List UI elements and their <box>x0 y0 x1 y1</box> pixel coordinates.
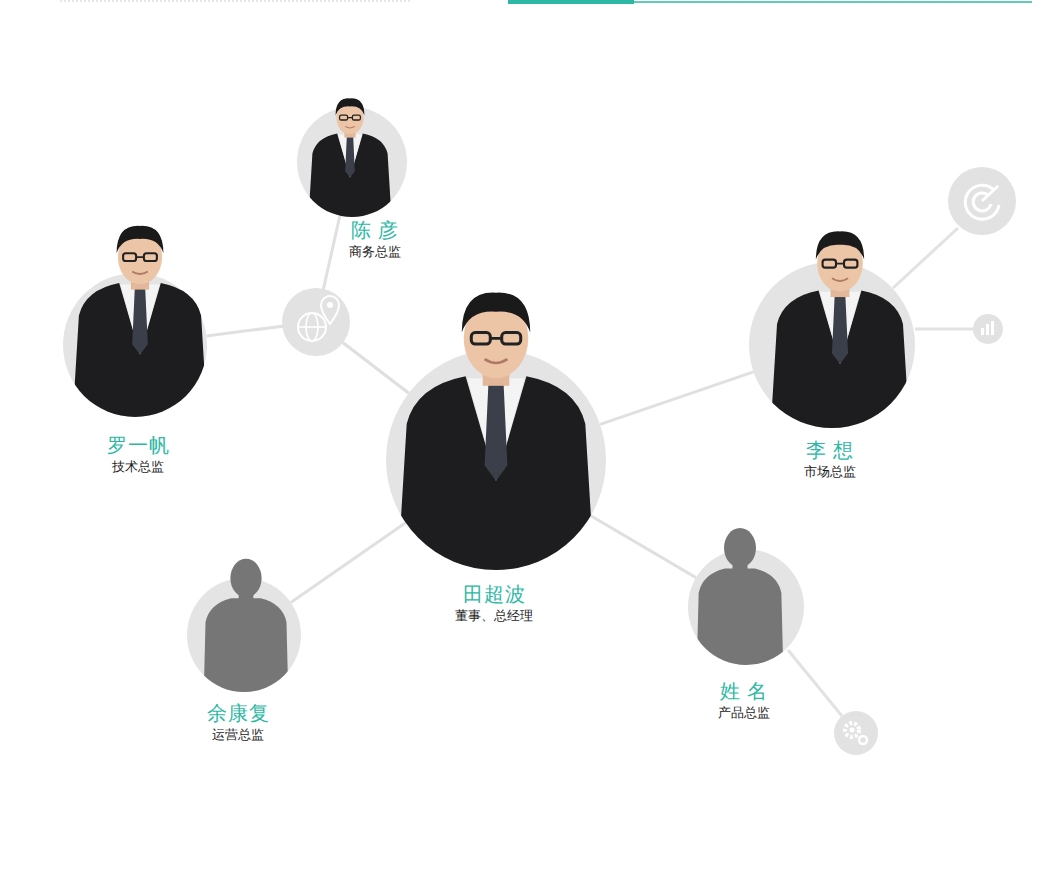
connector-line <box>316 216 409 393</box>
job-title: 技术总监 <box>107 458 170 476</box>
person-name: 田超波 <box>455 582 533 606</box>
connector-line <box>600 372 753 425</box>
connector-line <box>591 516 696 578</box>
job-title: 商务总监 <box>349 243 401 261</box>
person-circle: 陈 彦商务总监 <box>297 107 407 217</box>
person-caption: 李 想市场总监 <box>804 438 856 481</box>
person-circle: 姓 名产品总监 <box>688 549 804 665</box>
person-circle: 罗一帆技术总监 <box>63 273 207 417</box>
person-name: 李 想 <box>804 438 856 462</box>
job-title: 产品总监 <box>718 704 770 722</box>
job-title: 董事、总经理 <box>455 607 533 625</box>
person-caption: 余康复运营总监 <box>207 701 270 744</box>
person-caption: 田超波董事、总经理 <box>455 582 533 625</box>
person-caption: 罗一帆技术总监 <box>107 433 170 476</box>
person-circle: 李 想市场总监 <box>749 262 915 428</box>
person-caption: 陈 彦商务总监 <box>349 218 401 261</box>
job-title: 运营总监 <box>207 726 270 744</box>
person-circle: 余康复运营总监 <box>187 578 301 692</box>
person-circle: 田超波董事、总经理 <box>386 350 606 570</box>
person-name: 陈 彦 <box>349 218 401 242</box>
person-name: 罗一帆 <box>107 433 170 457</box>
connector-line <box>291 523 406 603</box>
person-caption: 姓 名产品总监 <box>718 679 770 722</box>
person-name: 余康复 <box>207 701 270 725</box>
person-name: 姓 名 <box>718 679 770 703</box>
job-title: 市场总监 <box>804 463 856 481</box>
